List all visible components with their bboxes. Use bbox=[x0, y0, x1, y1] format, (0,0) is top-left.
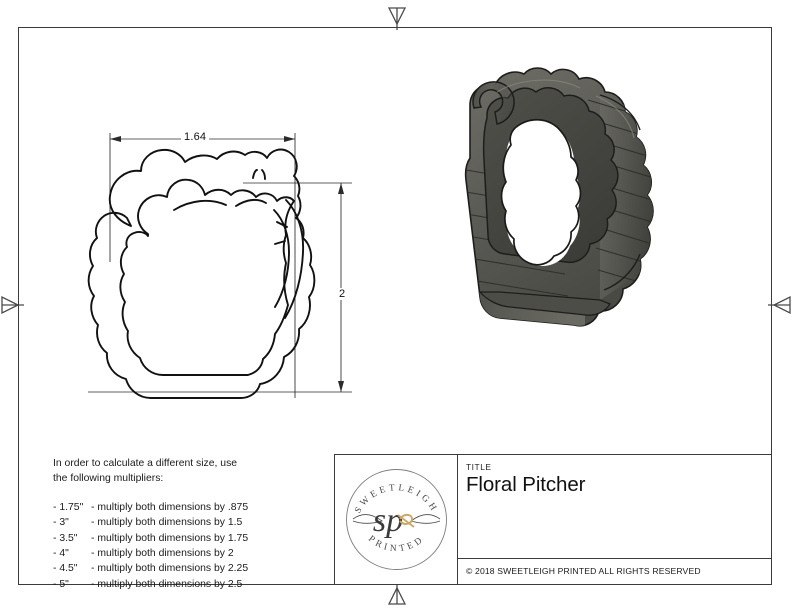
multiplier-size: - 4.5" bbox=[53, 563, 78, 575]
logo-monogram: sp bbox=[372, 502, 402, 539]
center-mark-bottom bbox=[387, 582, 407, 605]
multiplier-text: - multiply both dimensions by 1.75 bbox=[91, 532, 249, 544]
multiplier-text: - multiply both dimensions by .875 bbox=[91, 501, 249, 513]
dimension-height-label: 2 bbox=[336, 288, 349, 300]
multiplier-text: - multiply both dimensions by 2.25 bbox=[91, 563, 249, 575]
list-item: - 3" - multiply both dimensions by 1.5 bbox=[53, 515, 323, 530]
copyright-text: © 2018 SWEETLEIGH PRINTED ALL RIGHTS RES… bbox=[466, 566, 701, 576]
title-cell: TITLE Floral Pitcher bbox=[458, 455, 771, 559]
copyright-cell: © 2018 SWEETLEIGH PRINTED ALL RIGHTS RES… bbox=[458, 558, 771, 584]
logo-accent-flourish bbox=[396, 513, 415, 528]
multiplier-size: - 3" bbox=[53, 517, 69, 529]
title-field-label: TITLE bbox=[466, 462, 492, 472]
notes-intro: In order to calculate a different size, … bbox=[53, 456, 323, 487]
logo-icon: SWEETLEIGH PRINTED sp bbox=[345, 469, 447, 570]
title-block: SWEETLEIGH PRINTED sp bbox=[334, 454, 772, 585]
list-item: - 4" - multiply both dimensions by 2 bbox=[53, 546, 323, 561]
resize-notes: In order to calculate a different size, … bbox=[53, 456, 323, 592]
list-item: - 3.5" - multiply both dimensions by 1.75 bbox=[53, 531, 323, 546]
multiplier-text: - multiply both dimensions by 2.5 bbox=[91, 578, 243, 590]
drawing-title: Floral Pitcher bbox=[466, 473, 586, 496]
multiplier-size: - 5" bbox=[53, 578, 69, 590]
multiplier-size: - 1.75" bbox=[53, 501, 84, 513]
multiplier-text: - multiply both dimensions by 2 bbox=[91, 548, 234, 560]
list-item: - 5" - multiply both dimensions by 2.5 bbox=[53, 577, 323, 592]
title-block-right: TITLE Floral Pitcher © 2018 SWEETLEIGH P… bbox=[458, 455, 771, 584]
multiplier-text: - multiply both dimensions by 1.5 bbox=[91, 517, 243, 529]
multiplier-size: - 3.5" bbox=[53, 532, 78, 544]
dimension-width-label: 1.64 bbox=[181, 131, 210, 143]
sweetleigh-logo: SWEETLEIGH PRINTED sp bbox=[340, 463, 453, 576]
notes-intro-line1: In order to calculate a different size, … bbox=[53, 458, 238, 469]
title-block-logo-cell: SWEETLEIGH PRINTED sp bbox=[335, 455, 458, 584]
list-item: - 4.5" - multiply both dimensions by 2.25 bbox=[53, 561, 323, 576]
logo-outer-ring bbox=[345, 469, 447, 570]
notes-intro-line2: the following multipliers: bbox=[53, 473, 164, 485]
multiplier-size: - 4" bbox=[53, 548, 69, 560]
multiplier-list: - 1.75" - multiply both dimensions by .87… bbox=[53, 500, 323, 592]
list-item: - 1.75" - multiply both dimensions by .87… bbox=[53, 500, 323, 515]
